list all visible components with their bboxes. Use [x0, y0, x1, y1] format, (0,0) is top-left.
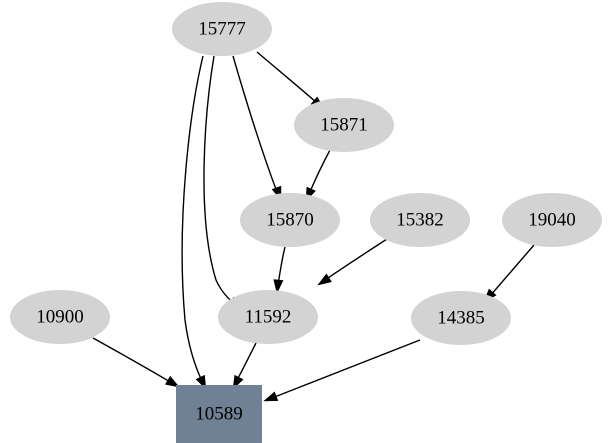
graph-node-19040[interactable]: 19040 [502, 193, 602, 247]
edge-line [181, 55, 204, 384]
edge-15777-to-15870 [232, 55, 282, 201]
edge-line [232, 55, 278, 193]
edge-15382-to-11592 [317, 238, 388, 286]
nodes-layer: 15777 15871 15870 15382 19040 11592 14385 10900… [10, 2, 602, 443]
edge-line [324, 238, 388, 281]
edge-line [308, 149, 331, 195]
edge-15777-to-11592 [203, 55, 243, 309]
edge-11592-to-10589 [232, 342, 257, 390]
node-ellipse-shape[interactable] [172, 2, 272, 56]
node-ellipse-shape[interactable] [10, 290, 110, 344]
edge-line [277, 246, 286, 286]
node-box-shape[interactable] [176, 385, 262, 443]
node-ellipse-shape[interactable] [218, 290, 318, 344]
graph-node-10589[interactable]: 10589 [176, 385, 262, 443]
arrowhead-icon [165, 375, 180, 388]
graph-node-11592[interactable]: 11592 [218, 290, 318, 344]
arrowhead-icon [273, 279, 284, 294]
edge-15870-to-11592 [273, 246, 286, 294]
edge-line [256, 51, 318, 104]
edge-14385-to-10589 [263, 339, 421, 402]
edge-10900-to-10589 [92, 337, 180, 388]
node-ellipse-shape[interactable] [370, 193, 470, 247]
edge-line [235, 342, 257, 383]
edge-line [92, 337, 173, 384]
node-ellipse-shape[interactable] [240, 193, 340, 247]
graph-node-15871[interactable]: 15871 [294, 98, 394, 152]
graph-node-15870[interactable]: 15870 [240, 193, 340, 247]
graph-node-15382[interactable]: 15382 [370, 193, 470, 247]
graph-node-15777[interactable]: 15777 [172, 2, 272, 56]
edge-line [271, 339, 421, 399]
arrowhead-icon [317, 273, 332, 286]
node-ellipse-shape[interactable] [294, 98, 394, 152]
arrowhead-icon [263, 391, 279, 402]
edge-line [489, 244, 535, 297]
graph-node-10900[interactable]: 10900 [10, 290, 110, 344]
edge-line [203, 55, 238, 306]
node-ellipse-shape[interactable] [502, 193, 602, 247]
node-ellipse-shape[interactable] [411, 291, 511, 345]
graph-node-14385[interactable]: 14385 [411, 291, 511, 345]
